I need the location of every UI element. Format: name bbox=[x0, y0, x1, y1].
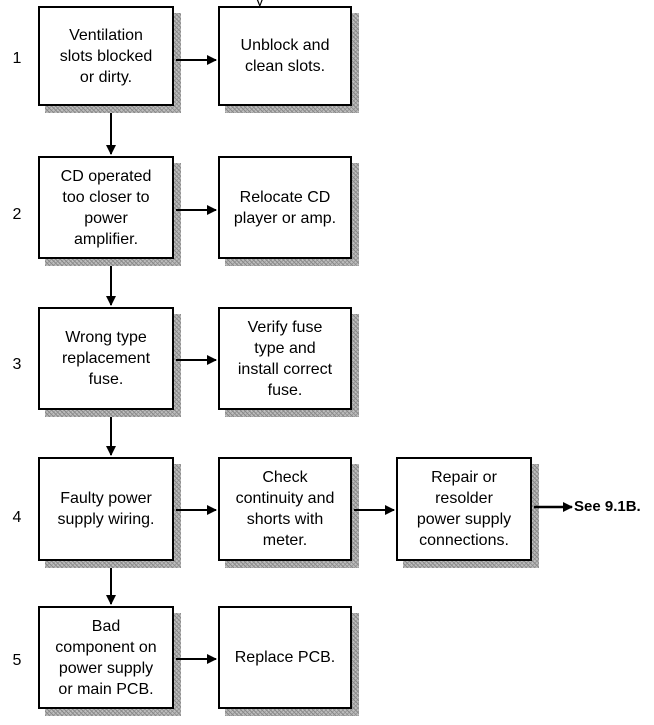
reference-label: See 9.1B. bbox=[574, 498, 641, 515]
step-number-3: 3 bbox=[12, 356, 22, 373]
action-box-5: Replace PCB. bbox=[218, 606, 352, 709]
step-number-5: 5 bbox=[12, 652, 22, 669]
problem-box-3: Wrong type replacement fuse. bbox=[38, 307, 174, 410]
problem-box-1: Ventilation slots blocked or dirty. bbox=[38, 6, 174, 106]
problem-box-4: Faulty power supply wiring. bbox=[38, 457, 174, 561]
top-text-fragment: y bbox=[256, 0, 264, 10]
repair-box-4: Repair or resolder power supply connecti… bbox=[396, 457, 532, 561]
action-box-2: Relocate CD player or amp. bbox=[218, 156, 352, 259]
action-box-3: Verify fuse type and install correct fus… bbox=[218, 307, 352, 410]
action-box-4: Check continuity and shorts with meter. bbox=[218, 457, 352, 561]
step-number-1: 1 bbox=[12, 50, 22, 67]
action-box-1: Unblock and clean slots. bbox=[218, 6, 352, 106]
step-number-2: 2 bbox=[12, 206, 22, 223]
step-number-4: 4 bbox=[12, 509, 22, 526]
problem-box-5: Bad component on power supply or main PC… bbox=[38, 606, 174, 709]
problem-box-2: CD operated too closer to power amplifie… bbox=[38, 156, 174, 259]
